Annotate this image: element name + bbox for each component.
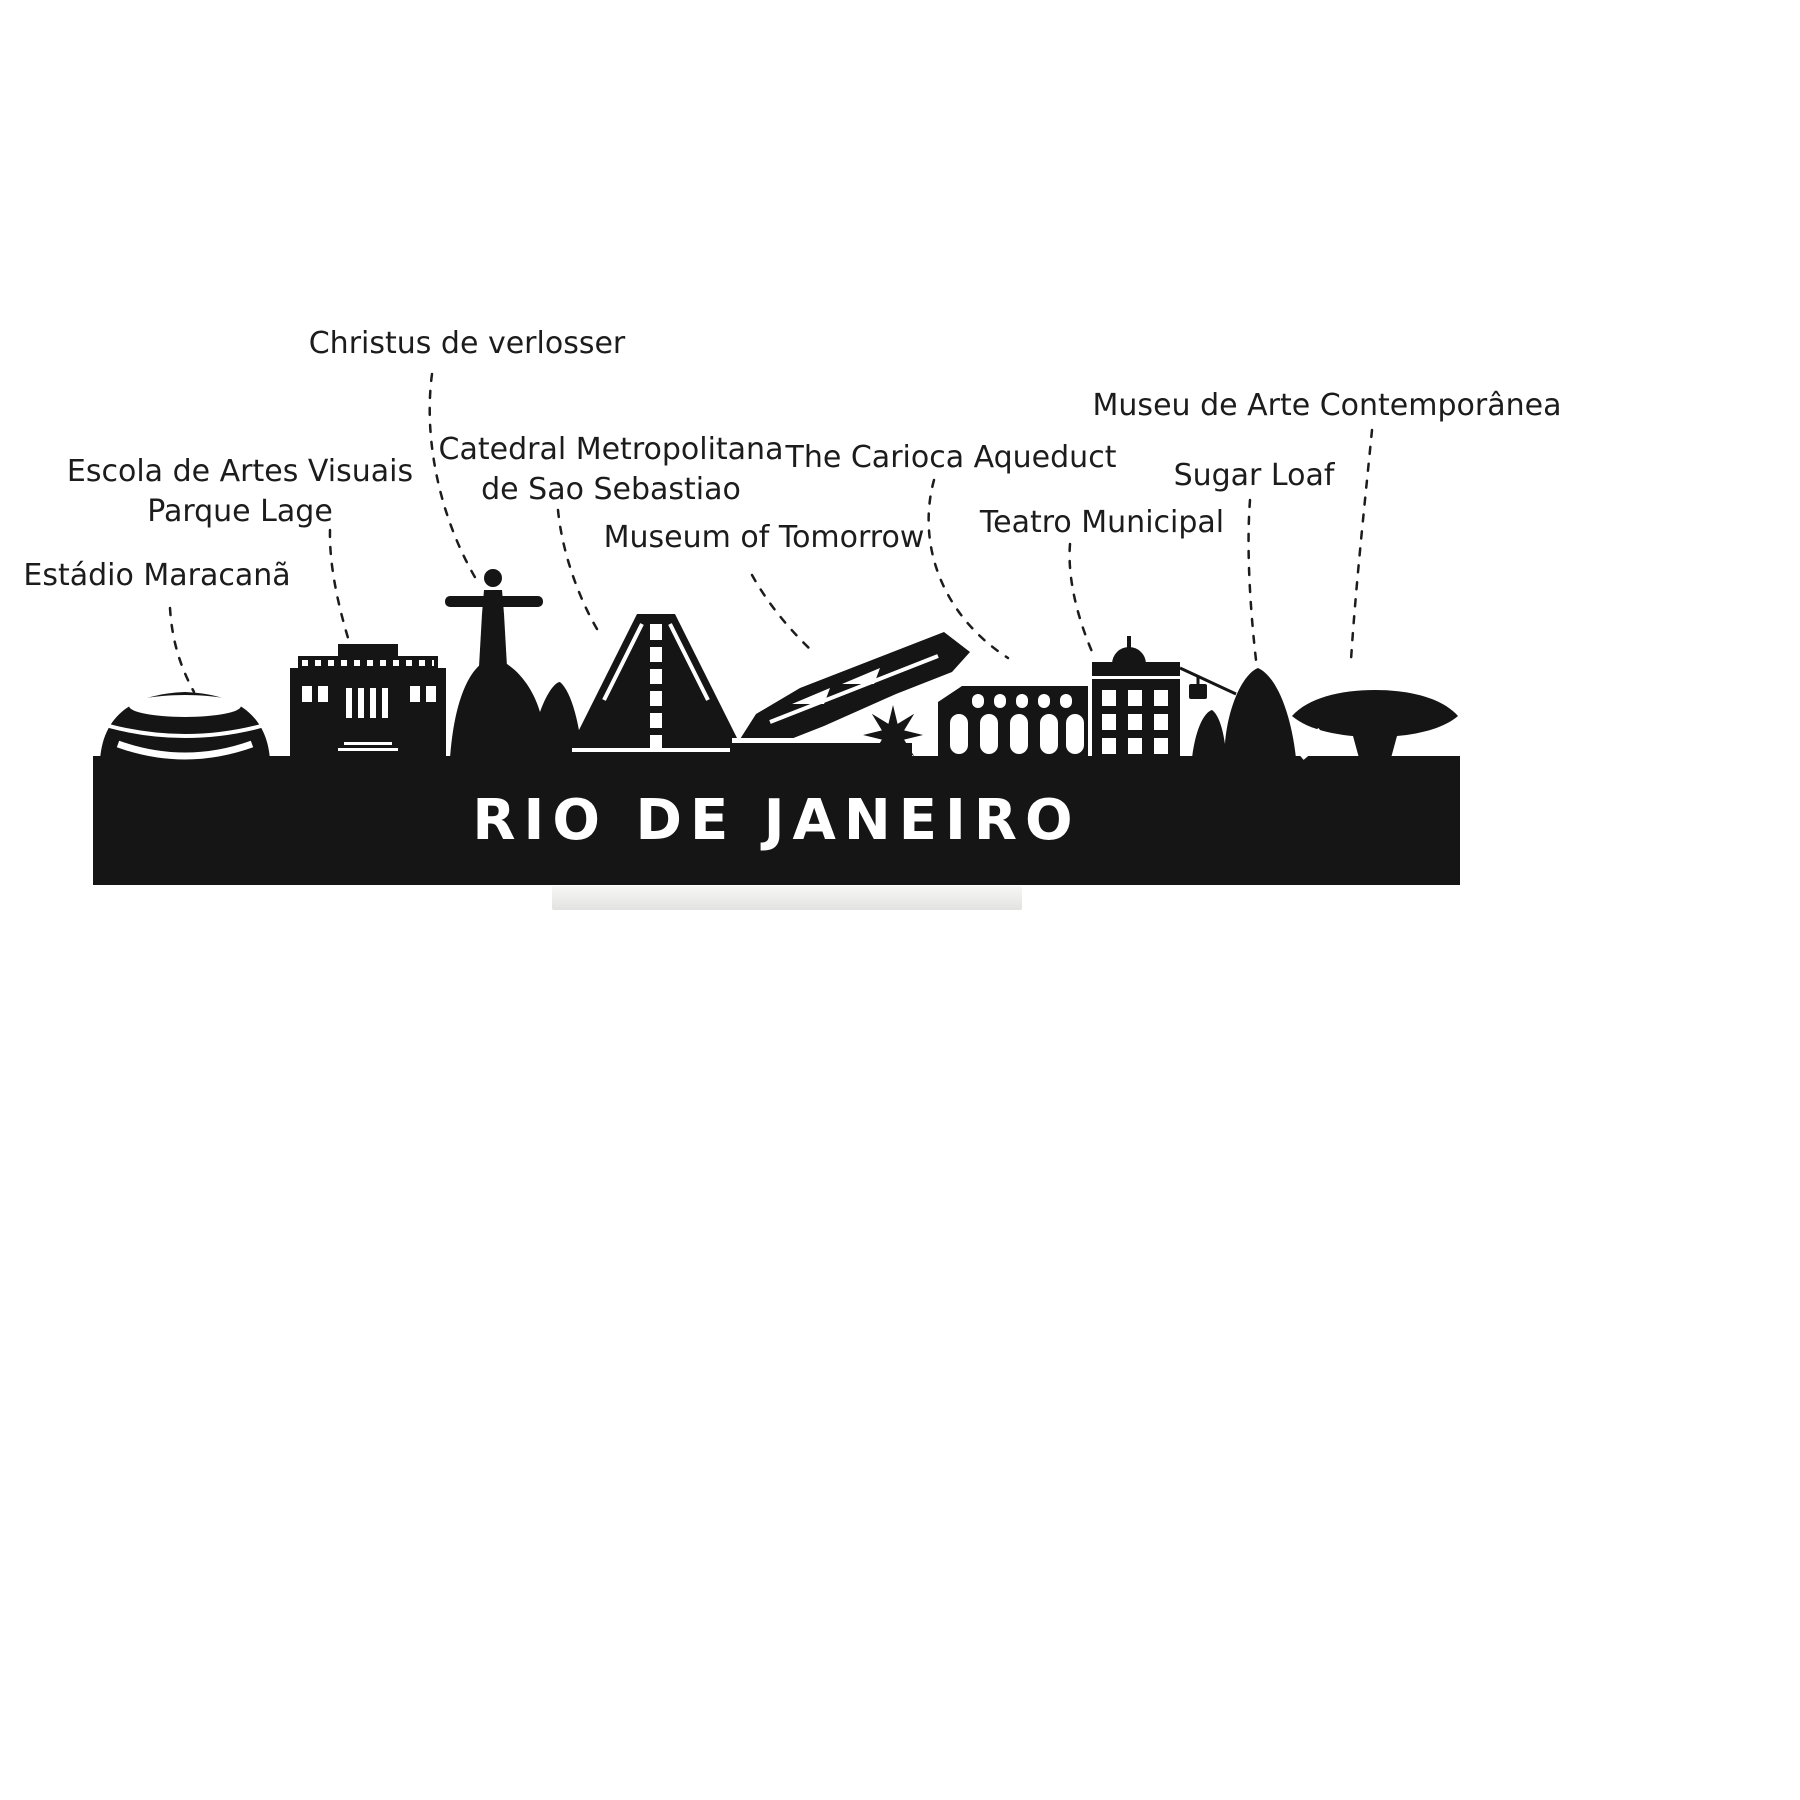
sugar-loaf-silhouette	[1192, 668, 1296, 758]
museum-of-tomorrow-silhouette	[728, 632, 970, 758]
label-escola-line1: Escola de Artes Visuais	[66, 454, 414, 489]
christ-redeemer-silhouette	[445, 569, 583, 760]
label-carioca-aqueduct: The Carioca Aqueduct	[785, 440, 1117, 475]
leader-carioca-line	[927, 478, 1010, 660]
label-catedral-metropolitana: Catedral Metropolitana de Sao Sebastiao	[439, 430, 784, 509]
leader-mac-line	[1349, 428, 1374, 662]
cable-car-silhouette	[1179, 666, 1237, 699]
carioca-aqueduct-silhouette	[938, 686, 1088, 758]
label-museum-of-tomorrow: Museum of Tomorrow	[603, 520, 925, 555]
leader-christus-line	[428, 372, 481, 586]
leader-lines	[168, 372, 1374, 694]
leader-catedral-line	[556, 508, 602, 636]
metropolitan-cathedral-silhouette	[564, 614, 748, 760]
label-catedral-line2: de Sao Sebastiao	[481, 471, 741, 507]
leader-sugarloaf-line	[1247, 498, 1258, 662]
leader-museum-line	[750, 573, 815, 654]
maracana-stadium-silhouette	[100, 692, 270, 760]
label-teatro-municipal: Teatro Municipal	[979, 505, 1225, 540]
leader-escola-line	[328, 528, 355, 656]
label-sugar-loaf: Sugar Loaf	[1173, 458, 1335, 493]
teatro-municipal-silhouette	[1092, 636, 1180, 760]
star-sculpture-silhouette	[863, 705, 923, 765]
leader-teatro-line	[1068, 542, 1095, 656]
display-stand	[552, 886, 1022, 910]
city-title: RIO DE JANEIRO	[472, 788, 1081, 853]
label-escola-line2: Parque Lage	[147, 493, 333, 529]
base-band	[93, 756, 1460, 885]
mac-niteroi-silhouette	[1292, 690, 1458, 760]
label-christus-de-verlosser: Christus de verlosser	[308, 326, 626, 361]
label-escola-artes-visuais: Escola de Artes Visuais Parque Lage	[67, 452, 413, 531]
skyline-silhouette	[93, 569, 1460, 885]
leader-estadio-line	[168, 606, 196, 694]
label-museu-arte-contemporanea: Museu de Arte Contemporânea	[1092, 388, 1562, 423]
label-estadio-maracana: Estádio Maracanã	[23, 558, 291, 593]
parque-lage-silhouette	[290, 644, 446, 760]
label-catedral-line1: Catedral Metropolitana	[438, 432, 784, 467]
